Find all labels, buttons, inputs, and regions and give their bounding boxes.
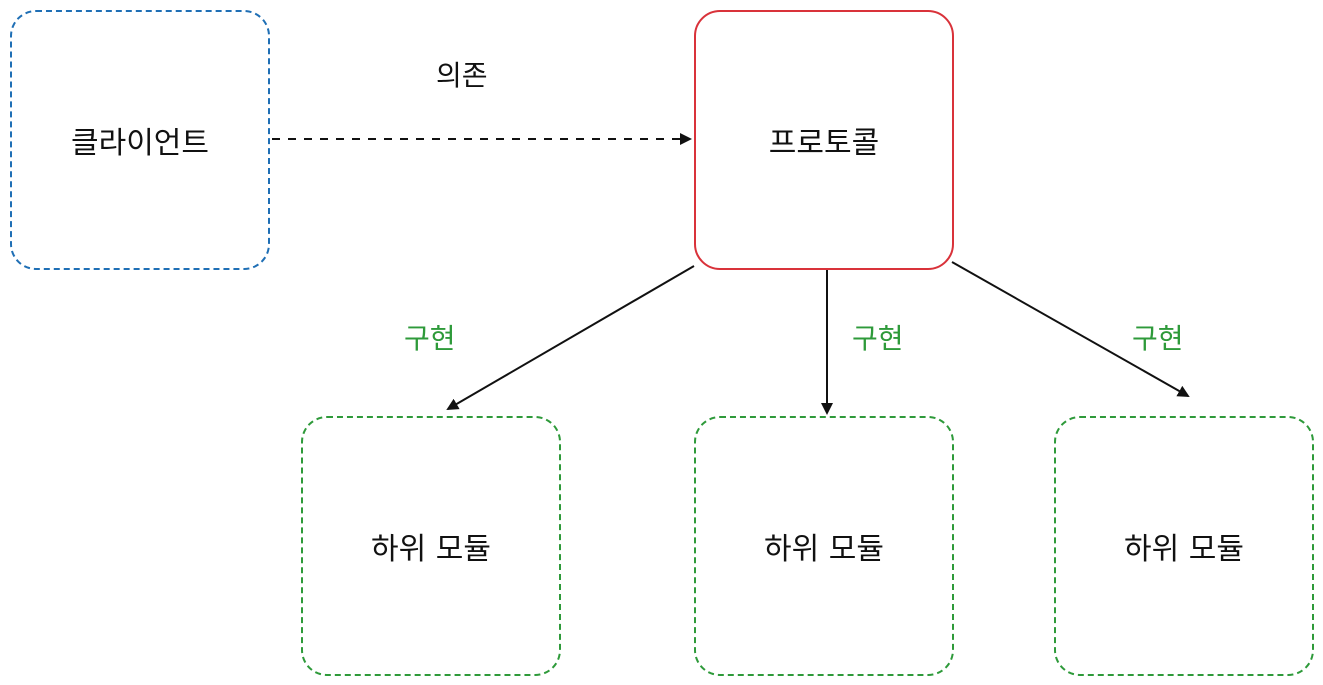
submodule-node-1: 하위 모듈 [301, 416, 561, 676]
submodule-node-label: 하위 모듈 [1124, 532, 1244, 567]
implement-arrow-3 [951, 261, 1190, 397]
client-node: 클라이언트 [10, 10, 270, 270]
client-node-label: 클라이언트 [71, 126, 209, 161]
implement-edge-label-2: 구현 [852, 322, 904, 355]
implement-edge-label-1: 구현 [404, 322, 456, 355]
submodule-node-label: 하위 모듈 [764, 532, 884, 567]
depend-edge-label: 의존 [436, 59, 488, 92]
submodule-node-label: 하위 모듈 [371, 532, 491, 567]
implement-edge-label-3: 구현 [1132, 322, 1184, 355]
implement-arrow-1 [446, 265, 695, 411]
protocol-node-label: 프로토콜 [768, 126, 880, 161]
submodule-node-3: 하위 모듈 [1054, 416, 1314, 676]
protocol-node: 프로토콜 [694, 10, 954, 270]
submodule-node-2: 하위 모듈 [694, 416, 954, 676]
